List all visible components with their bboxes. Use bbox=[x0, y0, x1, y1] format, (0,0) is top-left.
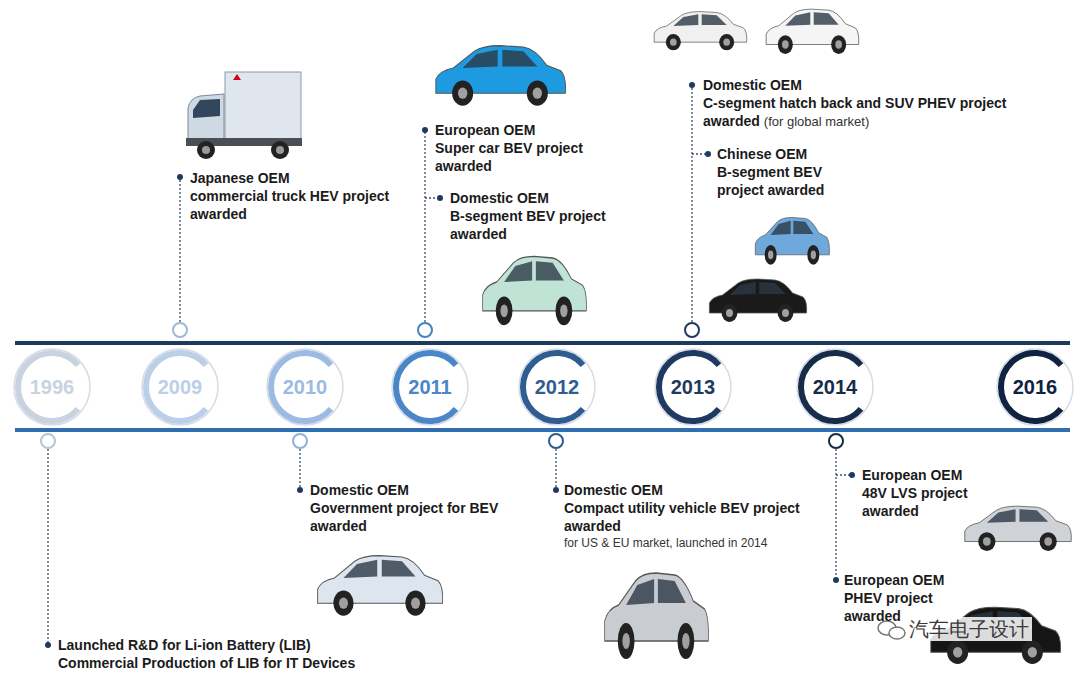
year-circle: 2014 bbox=[795, 347, 875, 427]
callout: Chinese OEMB-segment BEV project awarded bbox=[717, 145, 842, 199]
year-circle: 2012 bbox=[517, 347, 597, 427]
year-label: 2010 bbox=[265, 347, 345, 427]
callout-text: Super car BEV project awarded bbox=[435, 139, 605, 175]
callout: European OEM48V LVS project awarded bbox=[862, 466, 987, 520]
year-circle: 2011 bbox=[390, 347, 470, 427]
callout: Domestic OEMC-segment hatch back and SUV… bbox=[703, 76, 1043, 131]
bullet-dot bbox=[45, 82, 855, 648]
car-illustration bbox=[483, 256, 587, 325]
callout-heading: Launched R&D for Li-ion Battery (LIB) bbox=[58, 636, 355, 654]
callout-note: (for global market) bbox=[764, 114, 869, 129]
callout-text: B-segment BEV project awarded bbox=[717, 163, 842, 199]
callout-heading: European OEM bbox=[435, 121, 605, 139]
supercar-illustration bbox=[436, 46, 566, 106]
year-label: 2014 bbox=[795, 347, 875, 427]
callout-text: commercial truck HEV project awarded bbox=[190, 187, 415, 223]
car-illustration bbox=[654, 12, 747, 51]
timeline-line bbox=[15, 341, 1070, 345]
callout-heading: Domestic OEM bbox=[703, 76, 1043, 94]
timeline-marker bbox=[41, 323, 843, 448]
callout-heading: Domestic OEM bbox=[450, 189, 628, 207]
timeline-line bbox=[15, 428, 1070, 432]
car-illustration bbox=[605, 573, 709, 659]
year-circle: 2009 bbox=[140, 347, 220, 427]
year-circle: 1996 bbox=[12, 347, 92, 427]
callout: Launched R&D for Li-ion Battery (LIB)Com… bbox=[58, 636, 355, 672]
year-label: 2012 bbox=[517, 347, 597, 427]
callout-heading: Chinese OEM bbox=[717, 145, 842, 163]
callout-heading: European OEM bbox=[862, 466, 987, 484]
year-label: 2013 bbox=[653, 347, 733, 427]
callout-heading: European OEM bbox=[844, 571, 956, 589]
callout-heading: Domestic OEM bbox=[564, 481, 826, 499]
truck-illustration bbox=[186, 72, 302, 159]
callout-text-group: C-segment hatch back and SUV PHEV projec… bbox=[703, 94, 1043, 131]
car-illustration bbox=[755, 217, 829, 264]
callout-heading: Domestic OEM bbox=[310, 481, 535, 499]
car-illustration bbox=[318, 556, 443, 616]
callout: Domestic OEMB-segment BEV project awarde… bbox=[450, 189, 628, 243]
callout-text: Government project for BEV awarded bbox=[310, 499, 535, 535]
year-label: 2009 bbox=[140, 347, 220, 427]
callout: Domestic OEMGovernment project for BEV a… bbox=[310, 481, 535, 535]
year-label: 2011 bbox=[390, 347, 470, 427]
year-circle: 2010 bbox=[265, 347, 345, 427]
callout: Japanese OEMcommercial truck HEV project… bbox=[190, 169, 415, 223]
suv-illustration bbox=[766, 9, 859, 54]
callout-text: B-segment BEV project awarded bbox=[450, 207, 628, 243]
callout-text: 48V LVS project awarded bbox=[862, 484, 987, 520]
callout: European OEMSuper car BEV project awarde… bbox=[435, 121, 605, 175]
callout-heading: Commercial Production of LIB for IT Devi… bbox=[58, 654, 355, 672]
callout: Domestic OEMCompact utility vehicle BEV … bbox=[564, 481, 826, 551]
callout-text: Compact utility vehicle BEV project awar… bbox=[564, 499, 826, 535]
year-circle: 2016 bbox=[995, 347, 1075, 427]
year-label: 2016 bbox=[995, 347, 1075, 427]
year-circle: 2013 bbox=[653, 347, 733, 427]
callout-heading: Japanese OEM bbox=[190, 169, 415, 187]
year-label: 1996 bbox=[12, 347, 92, 427]
leader-line bbox=[48, 85, 849, 645]
car-illustration bbox=[709, 279, 806, 322]
car-illustration bbox=[965, 506, 1072, 551]
callout-note: for US & EU market, launched in 2014 bbox=[564, 535, 826, 551]
watermark: 汽车电子设计 bbox=[906, 617, 1032, 641]
